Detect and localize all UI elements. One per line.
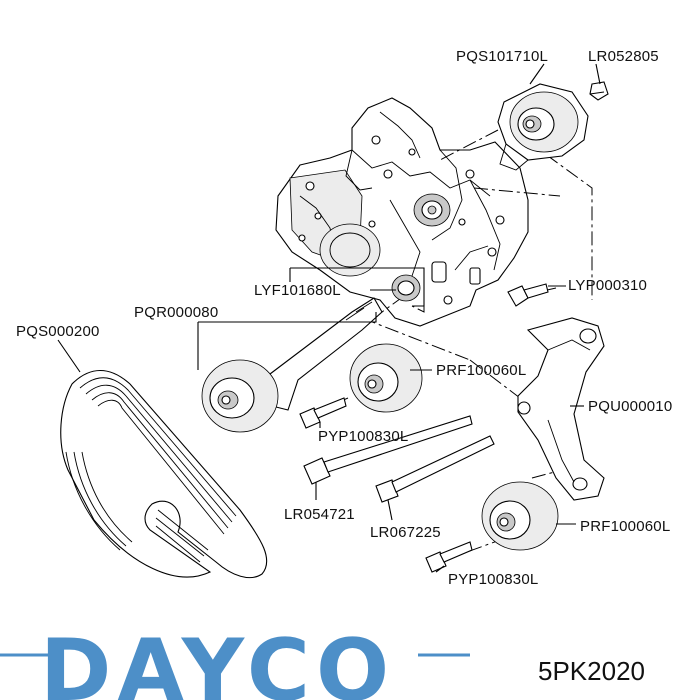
label-bolt-long-right: LR067225: [370, 524, 441, 541]
label-bolt-mid: PYP100830L: [318, 428, 408, 445]
label-idler-small: LYF101680L: [254, 282, 341, 299]
label-pulley-mid: PRF100060L: [436, 362, 526, 379]
label-pulley-low: PRF100060L: [580, 518, 670, 535]
label-bolt-top: LR052805: [588, 48, 659, 65]
bracket: [517, 317, 605, 501]
pulley-low: [481, 481, 559, 551]
brand-footer: DAYCO 5PK2020: [0, 621, 645, 700]
drive-belt: [60, 370, 268, 579]
bolt-right: [507, 283, 549, 307]
label-bolt-low: PYP100830L: [448, 571, 538, 588]
label-tensioner-top: PQS101710L: [456, 48, 548, 65]
bolt-long-right: [375, 435, 495, 503]
engine-block: [275, 97, 529, 327]
bolt-top: [589, 81, 609, 101]
label-bolt-long-left: LR054721: [284, 506, 355, 523]
idler-small: [391, 274, 421, 302]
part-labels: PQS101710L LR052805 LYF101680L PQR000080…: [16, 48, 672, 588]
label-bolt-right: LYP000310: [568, 277, 647, 294]
tensioner-left: [201, 297, 383, 433]
bolt-low: [425, 541, 473, 573]
dayco-logo: DAYCO: [40, 621, 395, 700]
label-belt: PQS000200: [16, 323, 100, 340]
bolt-mid: [299, 397, 347, 429]
label-tensioner-left: PQR000080: [134, 304, 218, 321]
part-number: 5PK2020: [538, 656, 645, 686]
leader-lines: [57, 63, 601, 573]
pulley-mid: [349, 343, 423, 413]
tensioner-top: [497, 83, 589, 171]
bolt-long-left: [303, 415, 473, 485]
label-bracket: PQU000010: [588, 398, 672, 415]
